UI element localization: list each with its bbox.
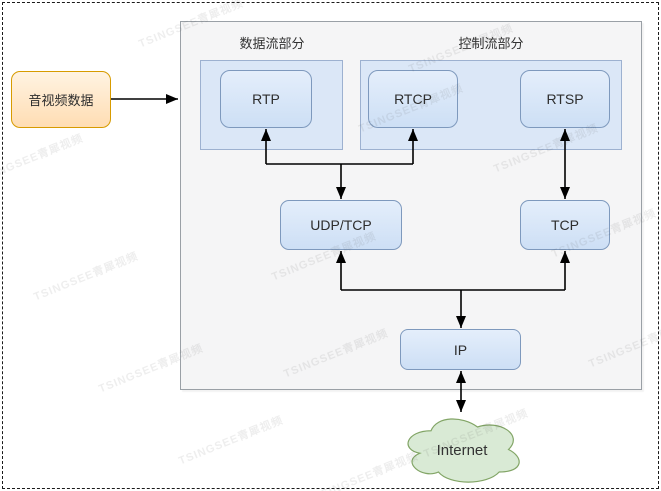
cloud-icon — [407, 418, 520, 483]
node-rtcp: RTCP — [368, 70, 458, 128]
node-rtsp: RTSP — [520, 70, 610, 128]
watermark-text: TSINGSEE青犀视频 — [32, 250, 141, 304]
watermark-text: TSINGSEE青犀视频 — [177, 414, 286, 468]
node-udp-tcp: UDP/TCP — [280, 200, 402, 250]
node-ip: IP — [400, 329, 521, 370]
section-title-control-flow: 控制流部分 — [458, 36, 524, 51]
watermark-text: TSINGSEE青犀视频 — [0, 132, 86, 186]
node-internet: Internet — [400, 412, 524, 487]
node-audio-video-data: 音视频数据 — [11, 71, 111, 128]
section-title-data-flow: 数据流部分 — [239, 36, 305, 51]
node-rtp: RTP — [220, 70, 312, 128]
internet-label: Internet — [436, 442, 488, 459]
node-tcp: TCP — [520, 200, 610, 250]
